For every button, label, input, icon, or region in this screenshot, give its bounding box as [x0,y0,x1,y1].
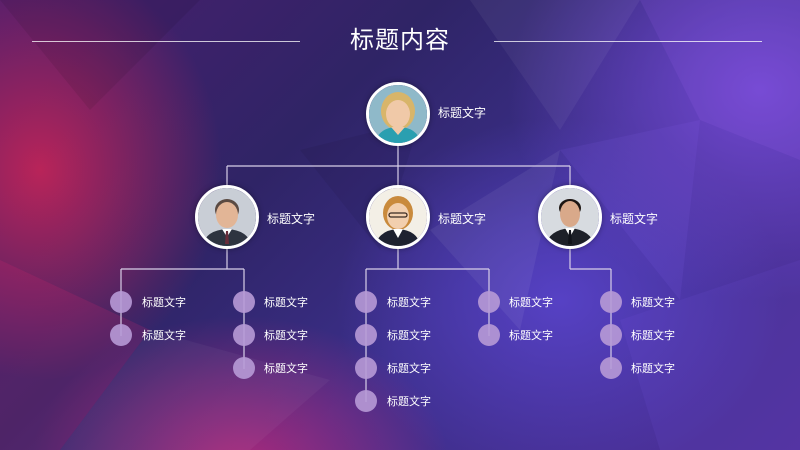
leaf-label: 标题文字 [631,329,675,342]
leaf-label: 标题文字 [509,329,553,342]
leaf-dot [355,324,377,346]
person-icon [541,188,599,246]
leaf-dot [110,291,132,313]
leaf-label: 标题文字 [387,395,431,408]
leaf-label: 标题文字 [264,329,308,342]
page-title: 标题内容 [350,26,450,54]
leaf-dot [600,291,622,313]
leaf-label: 标题文字 [509,296,553,309]
title-rule-left [32,41,300,42]
leaf-label: 标题文字 [631,296,675,309]
leaf-label: 标题文字 [387,329,431,342]
person-icon [198,188,256,246]
leaf-dot [600,357,622,379]
leaf-dot [110,324,132,346]
manager-2-avatar [366,185,430,249]
leaf-label: 标题文字 [387,362,431,375]
leaf-dot [355,291,377,313]
person-icon [369,188,427,246]
leaf-dot [355,390,377,412]
leaf-label: 标题文字 [264,362,308,375]
leaf-dot [355,357,377,379]
leaf-label: 标题文字 [264,296,308,309]
leaf-dot [233,324,255,346]
root-label: 标题文字 [438,106,487,120]
manager-2-label: 标题文字 [438,212,487,226]
manager-1-label: 标题文字 [267,212,316,226]
manager-3-avatar [538,185,602,249]
person-icon [369,85,427,143]
leaf-dot [600,324,622,346]
manager-1-avatar [195,185,259,249]
leaf-label: 标题文字 [142,329,186,342]
title-rule-right [494,41,762,42]
leaf-dot [478,324,500,346]
leaf-dot [233,291,255,313]
leaf-label: 标题文字 [631,362,675,375]
leaf-dot [233,357,255,379]
root-avatar [366,82,430,146]
leaf-label: 标题文字 [142,296,186,309]
leaf-dot [478,291,500,313]
leaf-label: 标题文字 [387,296,431,309]
manager-3-label: 标题文字 [610,212,659,226]
